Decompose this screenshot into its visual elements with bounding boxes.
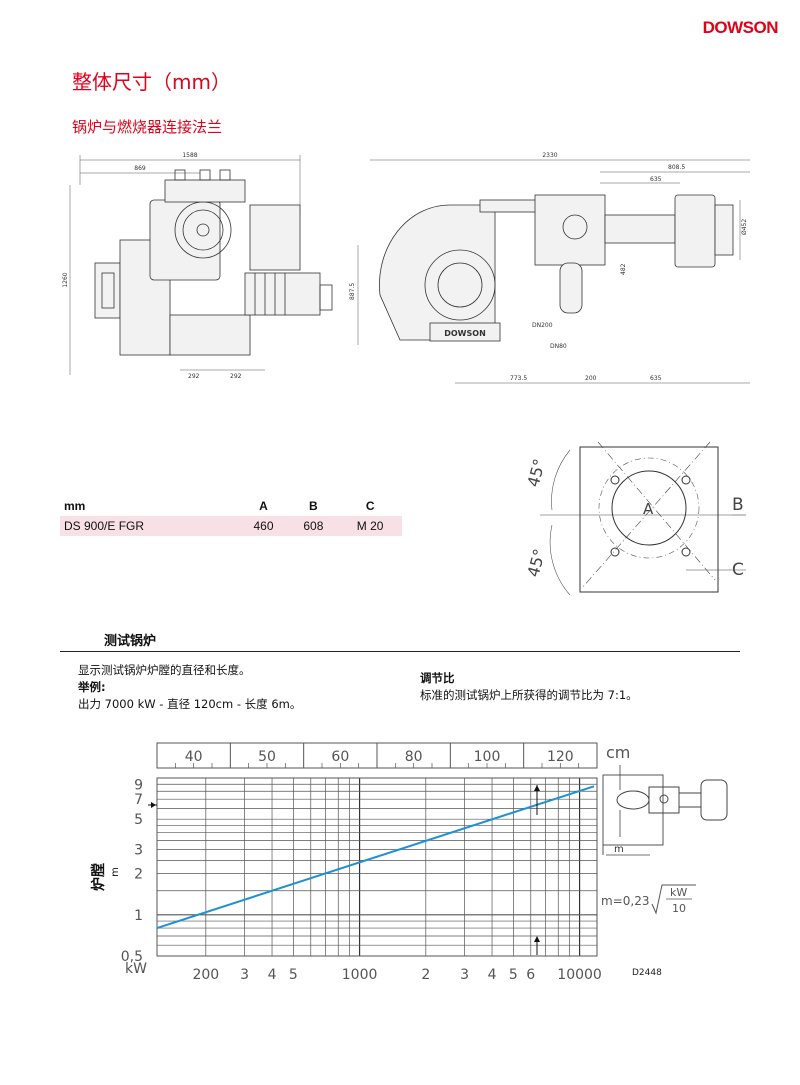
test-description: 显示测试锅炉炉膛的直径和长度。 举例: 出力 7000 kW - 直径 120c… [78, 662, 408, 713]
dim-side-bottom-1: 773.5 [510, 375, 527, 382]
series-line [156, 785, 595, 930]
dim-side-mid-height: 887.5 [349, 283, 356, 300]
burner-nameplate: DOWSON [444, 329, 486, 338]
arrow-up-icon [534, 785, 540, 791]
dim-front-left: 869 [134, 165, 146, 172]
y-tick-label: 1 [134, 908, 143, 924]
x-tick-label: 4 [488, 967, 497, 983]
x-axis-label: kW [125, 961, 147, 977]
x-tick-label: 2 [421, 967, 430, 983]
cell-c: M 20 [338, 516, 402, 536]
formula-numerator: kW [670, 886, 687, 899]
inset-label: m [614, 844, 624, 855]
x-tick-label: 6 [526, 967, 535, 983]
x-tick-label: 200 [192, 967, 219, 983]
dim-front-bottom-right: 292 [230, 373, 242, 380]
section-heading: 测试锅炉 [104, 634, 157, 649]
cell-model: DS 900/E FGR [60, 516, 239, 536]
dim-side-top-small: 635 [650, 176, 662, 183]
page-subtitle: 锅炉与燃烧器连接法兰 [72, 118, 223, 136]
col-header-b: B [309, 499, 318, 513]
top-axis-label: 50 [258, 749, 276, 765]
formula-denominator: 10 [672, 902, 686, 915]
description-line: 显示测试锅炉炉膛的直径和长度。 [78, 663, 251, 677]
flange-label-b: B [732, 495, 744, 515]
x-tick-label: 1000 [342, 967, 378, 983]
dimension-drawing: 1588 869 1260 292 292 2330 808.5 [62, 152, 750, 384]
furnace-inset: m [602, 765, 728, 856]
top-axis-label: 40 [185, 749, 203, 765]
y-tick-label: 5 [134, 812, 143, 828]
cell-b: 608 [288, 516, 339, 536]
dim-front-bottom-left: 292 [188, 373, 200, 380]
x-tick-label: 4 [268, 967, 277, 983]
col-header-a: A [259, 499, 268, 513]
angle-bottom-label: 45° [524, 547, 550, 579]
x-tick-label: 3 [240, 967, 249, 983]
section-divider [60, 651, 740, 652]
top-axis-label: 120 [547, 749, 574, 765]
cell-a: 460 [238, 516, 289, 536]
flange-drawing: 45° 45° A B C [524, 441, 746, 596]
dim-side-bottom-3: 635 [650, 375, 662, 382]
col-header-mm: mm [64, 499, 86, 513]
y-tick-label: 0,5 [121, 949, 143, 965]
example-text: 出力 7000 kW - 直径 120cm - 长度 6m。 [78, 697, 302, 711]
y-tick-label: 3 [134, 843, 143, 859]
ratio-title: 调节比 [420, 671, 455, 685]
drawing-code: D2448 [632, 968, 662, 978]
ratio-block: 调节比 标准的测试锅炉上所获得的调节比为 7:1。 [420, 670, 750, 704]
y-tick-label: 9 [134, 777, 143, 793]
top-axis-label: 80 [405, 749, 423, 765]
y-axis-label: 炉膛 [90, 863, 107, 891]
formula-lhs: m=0,23 [601, 894, 649, 908]
dim-side-pipe-height: 482 [620, 263, 627, 275]
spec-table: mm A B C DS 900/E FGR 460 608 M 20 [60, 496, 402, 536]
dn-label-b: DN80 [550, 343, 567, 350]
arrow-up-icon-bottom [534, 936, 540, 942]
chart-grid-vertical [205, 778, 581, 956]
example-label: 举例: [78, 680, 106, 694]
page-title: 整体尺寸（mm） [72, 70, 231, 94]
dim-front-height: 1260 [62, 272, 69, 287]
spec-table-header: mm A B C [60, 496, 402, 516]
flange-label-a: A [643, 500, 654, 518]
x-tick-label: 10000 [557, 967, 602, 983]
front-view: 1588 869 1260 292 292 [62, 152, 333, 380]
x-tick-label: 5 [289, 967, 298, 983]
table-row: DS 900/E FGR 460 608 M 20 [60, 516, 402, 536]
dim-side-diameter: Ø452 [741, 219, 748, 235]
angle-top-label: 45° [524, 457, 550, 489]
y-tick-label: 2 [134, 867, 143, 883]
top-axis-unit: cm [606, 743, 630, 762]
col-header-c: C [365, 499, 375, 513]
dn-label-a: DN200 [532, 322, 553, 329]
plot-frame [156, 777, 598, 957]
arrow-left-icon [151, 802, 156, 808]
dim-side-bottom-2: 200 [585, 375, 597, 382]
dim-front-total: 1588 [182, 152, 197, 159]
dim-side-top-right: 808.5 [668, 164, 685, 171]
brand-logo: DOWSON [702, 18, 779, 37]
formula: m=0,23 kW 10 [601, 884, 696, 915]
y-tick-labels: 0,5 1 2 3 5 79 [121, 777, 143, 965]
y-tick-label: 7 [134, 792, 143, 808]
side-view: 2330 808.5 635 DOWSON Ø452 887.5 482 DN2… [349, 152, 750, 384]
top-axis-label: 60 [331, 749, 349, 765]
ratio-text: 标准的测试锅炉上所获得的调节比为 7:1。 [420, 688, 638, 702]
flange-label-c: C [732, 560, 744, 580]
top-axis-label: 100 [474, 749, 501, 765]
dim-side-total: 2330 [542, 152, 557, 159]
top-axis: 40 50 60 80 100 120 [156, 742, 598, 769]
x-tick-label: 3 [460, 967, 469, 983]
y-axis-unit: m [110, 867, 121, 877]
x-tick-label: 5 [509, 967, 518, 983]
